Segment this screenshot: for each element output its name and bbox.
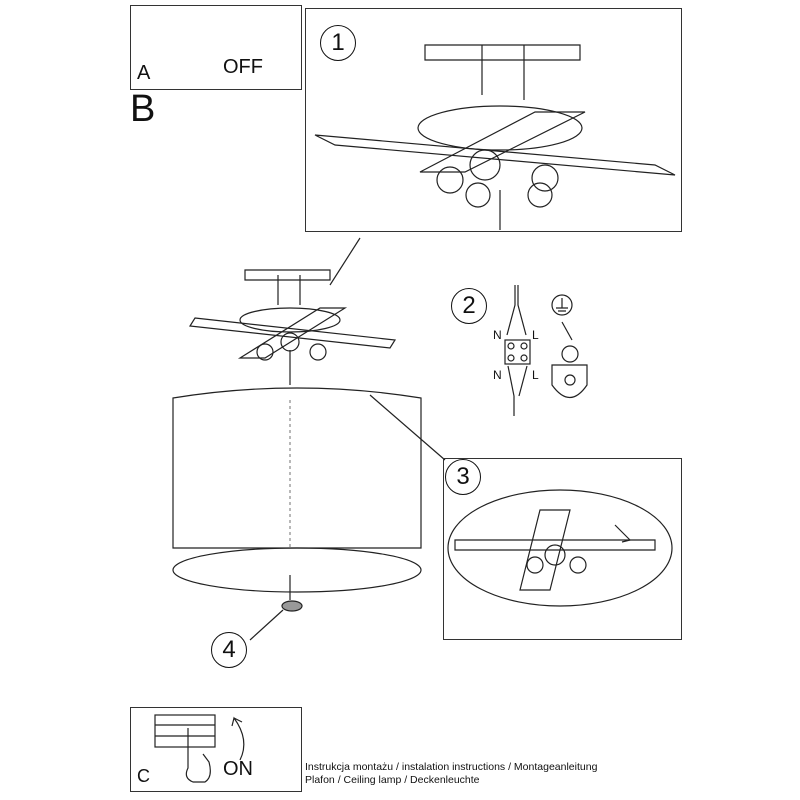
wire-label-n-top: N: [493, 328, 502, 342]
panel-a-letter: A: [137, 62, 151, 84]
wire-label-n-bottom: N: [493, 368, 502, 382]
detail-box-3: [443, 458, 682, 640]
breaker-panel-icon-c: [154, 714, 245, 783]
panel-b-letter: B: [130, 88, 156, 130]
panel-a-action: OFF: [223, 56, 263, 78]
step-3-marker: 3: [445, 459, 481, 495]
footer-text: Instrukcja montażu / instalation instruc…: [305, 761, 597, 787]
lamp-drum-shade: [172, 387, 422, 612]
step-2-marker: 2: [451, 288, 487, 324]
ceiling-bracket: [188, 269, 397, 385]
detail-box-1: [305, 8, 682, 232]
panel-c-letter: C: [137, 766, 150, 786]
wire-label-l-bottom: L: [532, 368, 539, 382]
mounting-bracket-detail: [314, 44, 676, 230]
leader-line: [369, 394, 446, 461]
wire-label-l-top: L: [532, 328, 539, 342]
shade-interior-detail: [447, 489, 673, 607]
panel-c: C ON: [130, 707, 302, 792]
step-4-marker: 4: [211, 632, 247, 668]
panel-c-action: ON: [223, 758, 253, 780]
leader-line: [249, 609, 284, 641]
panel-a: A OFF: [130, 5, 302, 90]
wiring-terminal-diagram: [504, 285, 588, 416]
footer-line-1: Instrukcja montażu / instalation instruc…: [305, 761, 598, 773]
footer-line-2: Plafon / Ceiling lamp / Deckenleuchte: [305, 774, 480, 786]
leader-line: [329, 237, 361, 286]
step-1-marker: 1: [320, 25, 356, 61]
ground-symbol-icon: [551, 294, 573, 316]
